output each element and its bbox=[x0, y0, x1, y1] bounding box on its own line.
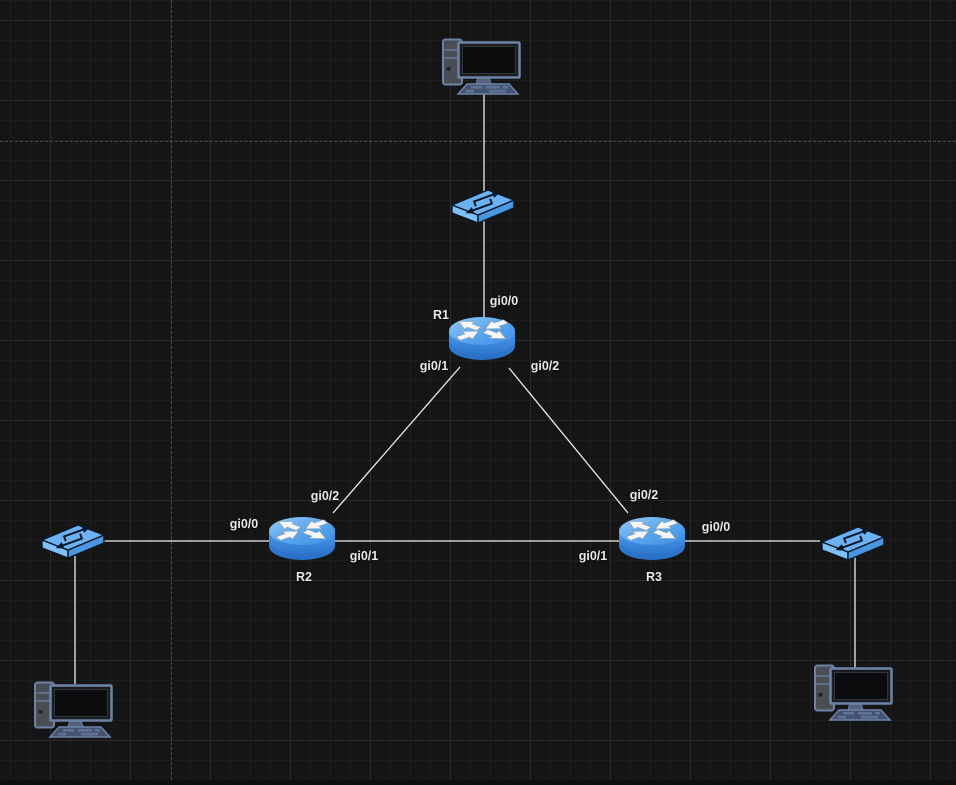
label-r3-name[interactable]: R3 bbox=[646, 570, 662, 584]
pc-bottom-right-icon[interactable] bbox=[813, 663, 895, 721]
pc-bottom-left-icon[interactable] bbox=[33, 680, 115, 738]
link-r1-r2[interactable] bbox=[332, 366, 461, 514]
label-r2-port-gi0-2[interactable]: gi0/2 bbox=[310, 489, 340, 503]
label-r3-port-gi0-2[interactable]: gi0/2 bbox=[629, 488, 659, 502]
pc-top-icon[interactable] bbox=[441, 37, 523, 95]
label-r1-port-gi0-0[interactable]: gi0/0 bbox=[489, 294, 519, 308]
label-r1-name[interactable]: R1 bbox=[433, 308, 449, 322]
label-r3-port-gi0-1[interactable]: gi0/1 bbox=[578, 549, 608, 563]
switch-left-icon[interactable] bbox=[38, 521, 110, 559]
router-r3-icon[interactable] bbox=[617, 514, 689, 564]
label-r2-port-gi0-0[interactable]: gi0/0 bbox=[229, 517, 259, 531]
label-r2-name[interactable]: R2 bbox=[296, 570, 312, 584]
page-guide-vertical bbox=[171, 0, 172, 785]
label-r3-port-gi0-0[interactable]: gi0/0 bbox=[701, 520, 731, 534]
link-r1-r3[interactable] bbox=[508, 367, 629, 514]
switch-right-icon[interactable] bbox=[818, 523, 890, 561]
label-r2-port-gi0-1[interactable]: gi0/1 bbox=[349, 549, 379, 563]
switch-top-icon[interactable] bbox=[448, 186, 520, 224]
label-r1-port-gi0-1[interactable]: gi0/1 bbox=[419, 359, 449, 373]
router-r2-icon[interactable] bbox=[267, 514, 339, 564]
page-guide-horizontal bbox=[0, 141, 956, 142]
label-r1-port-gi0-2[interactable]: gi0/2 bbox=[530, 359, 560, 373]
canvas-bottom-edge bbox=[0, 780, 956, 785]
router-r1-icon[interactable] bbox=[447, 314, 519, 364]
